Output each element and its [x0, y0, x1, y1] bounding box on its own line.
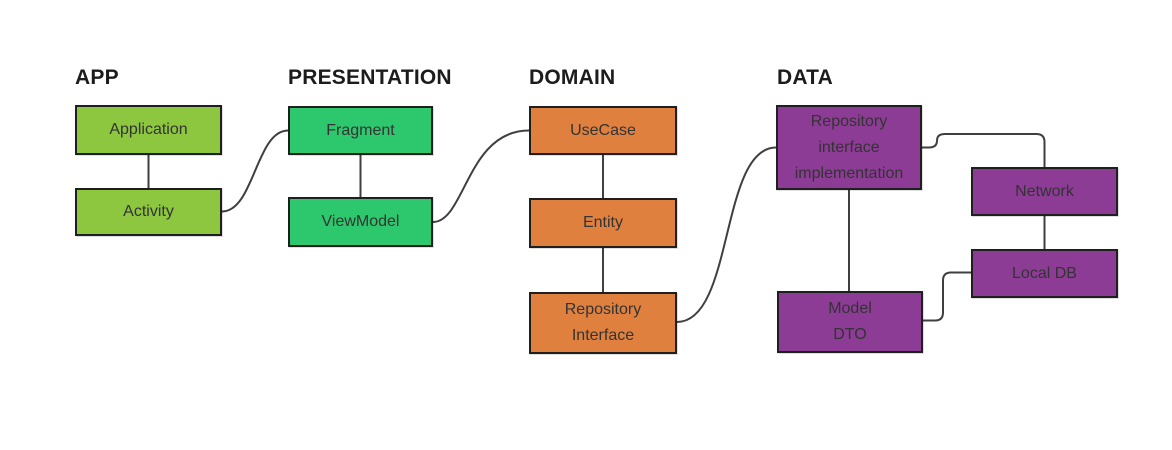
node-fragment-label: Fragment: [326, 121, 395, 139]
connector-repository-interface-implementation-link: [676, 146, 777, 323]
connector-implementation-network: [921, 133, 1046, 168]
node-local-db: Local DB: [971, 249, 1118, 298]
connector-local-db-model-dto: [922, 271, 972, 322]
node-local-db-label: Local DB: [1012, 264, 1077, 282]
node-repository-interface-label: Repository Interface: [564, 301, 642, 344]
node-repository-interface-implementation-label: Repository interface implementation: [794, 112, 904, 182]
node-application: Application: [75, 105, 222, 155]
node-repository-interface-implementation: Repository interface implementation: [776, 105, 922, 190]
node-usecase-label: UseCase: [570, 121, 636, 139]
node-activity: Activity: [75, 188, 222, 236]
node-entity: Entity: [529, 198, 677, 248]
connector-viewmodel-usecase: [432, 129, 530, 223]
section-title-presentation: PRESENTATION: [288, 66, 452, 89]
node-repository-interface: Repository Interface: [529, 292, 677, 354]
connector-activity-fragment: [221, 129, 289, 213]
node-viewmodel: ViewModel: [288, 197, 433, 247]
node-usecase: UseCase: [529, 106, 677, 155]
section-title-data: DATA: [777, 66, 834, 89]
node-entity-label: Entity: [582, 214, 623, 231]
node-fragment: Fragment: [288, 106, 433, 155]
section-title-app: APP: [75, 66, 119, 89]
node-model-dto: Model DTO: [777, 291, 923, 353]
node-network: Network: [971, 167, 1118, 216]
section-title-domain: DOMAIN: [529, 66, 616, 89]
node-application-label: Application: [109, 121, 188, 138]
node-activity-label: Activity: [123, 203, 174, 220]
node-model-dto-label: Model DTO: [828, 300, 872, 343]
node-viewmodel-label: ViewModel: [321, 213, 400, 230]
node-network-label: Network: [1015, 182, 1074, 200]
